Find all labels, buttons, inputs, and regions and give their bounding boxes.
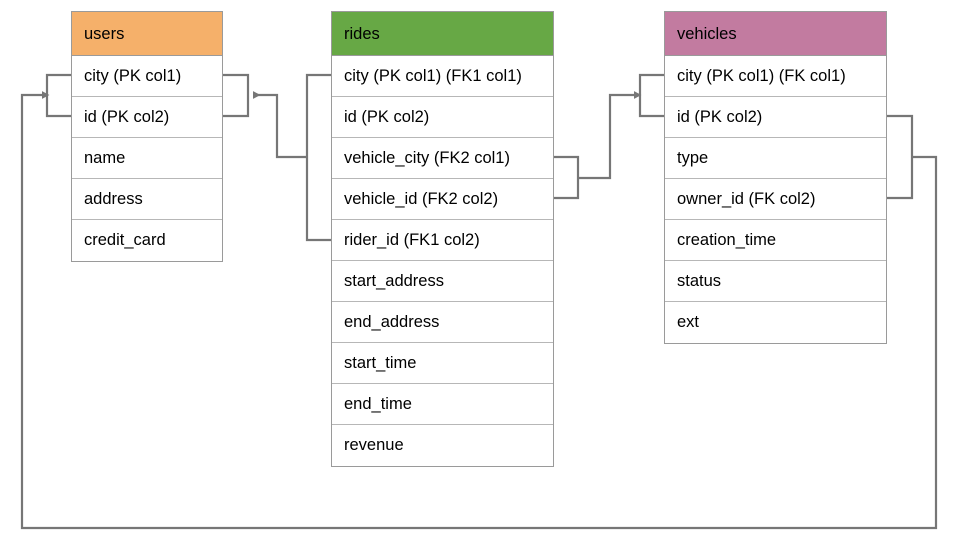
table-rides-title: rides: [332, 12, 553, 56]
table-users-column-address[interactable]: address: [72, 179, 222, 220]
table-users-column-credit-card[interactable]: credit_card: [84, 231, 166, 249]
table-rides-column-vehicle-id[interactable]: vehicle_id (FK2 col2): [332, 179, 553, 220]
table-vehicles-column-owner-id[interactable]: owner_id (FK col2): [665, 179, 886, 220]
edge-rides-to-vehicles-link: [578, 91, 642, 180]
table-vehicles[interactable]: vehicles city (PK col1) (FK col1) id (PK…: [664, 11, 887, 344]
table-users-column-city[interactable]: city (PK col1): [72, 56, 222, 97]
edge-rides-to-users-bracket-source: [305, 73, 331, 242]
edge-rides-to-vehicles-bracket-source: [554, 155, 580, 200]
table-vehicles-column-status[interactable]: status: [665, 261, 886, 302]
table-rides-column-start-time[interactable]: start_time: [332, 343, 553, 384]
table-vehicles-column-ext[interactable]: ext: [677, 313, 700, 331]
edge-vehicles-to-users-bracket-target: [45, 73, 71, 118]
table-rides-column-start-address[interactable]: start_address: [332, 261, 553, 302]
edge-vehicles-to-users-bracket-source: [887, 114, 914, 200]
edge-rides-to-users-link: [253, 91, 307, 159]
table-users[interactable]: users city (PK col1) id (PK col2) name a…: [71, 11, 223, 262]
table-vehicles-column-id[interactable]: id (PK col2): [665, 97, 886, 138]
table-users-column-id[interactable]: id (PK col2): [72, 97, 222, 138]
table-rides[interactable]: rides city (PK col1) (FK1 col1) id (PK c…: [331, 11, 554, 467]
table-rides-column-rider-id[interactable]: rider_id (FK1 col2): [332, 220, 553, 261]
table-vehicles-column-creation-time[interactable]: creation_time: [665, 220, 886, 261]
table-rides-column-end-time[interactable]: end_time: [332, 384, 553, 425]
table-vehicles-column-type[interactable]: type: [665, 138, 886, 179]
table-rides-column-id[interactable]: id (PK col2): [332, 97, 553, 138]
table-vehicles-title: vehicles: [665, 12, 886, 56]
table-users-column-name[interactable]: name: [72, 138, 222, 179]
table-users-title: users: [72, 12, 222, 56]
edge-rides-to-vehicles-bracket-target: [638, 73, 664, 118]
edge-rides-to-users-bracket-target: [223, 73, 250, 118]
table-rides-column-end-address[interactable]: end_address: [332, 302, 553, 343]
table-vehicles-column-city[interactable]: city (PK col1) (FK col1): [665, 56, 886, 97]
table-rides-column-city[interactable]: city (PK col1) (FK1 col1): [332, 56, 553, 97]
table-rides-column-vehicle-city[interactable]: vehicle_city (FK2 col1): [332, 138, 553, 179]
table-rides-column-revenue[interactable]: revenue: [344, 436, 404, 454]
